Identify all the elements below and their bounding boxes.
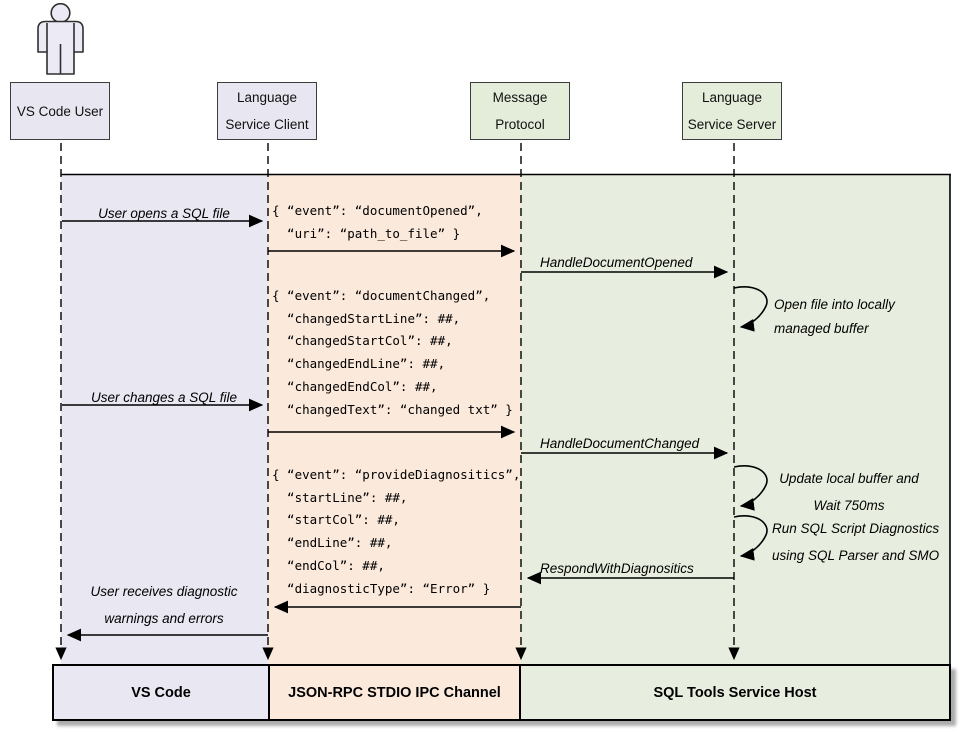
person-body <box>37 20 84 75</box>
actor-label: Protocol <box>495 117 545 132</box>
actor-label: Language <box>236 90 298 105</box>
note-line: using SQL Parser and SMO <box>772 547 940 563</box>
person-icon <box>37 3 84 75</box>
note-run-diagnostics: Run SQL Script Diagnostics using SQL Par… <box>772 516 939 569</box>
label-user-receives: User receives diagnostic warnings and er… <box>62 579 266 632</box>
component-ipc-channel: JSON-RPC STDIO IPC Channel <box>268 666 521 719</box>
label-respond-with-diagnostics: RespondWithDiagnositics <box>540 561 694 576</box>
label-user-changes-sql-file: User changes a SQL file <box>90 390 238 405</box>
actor-box-language-service-server: Language Service Server <box>682 82 782 140</box>
label-handle-document-opened: HandleDocumentOpened <box>540 255 693 270</box>
label-user-opens-sql-file: User opens a SQL file <box>98 206 230 221</box>
component-row: VS Code JSON-RPC STDIO IPC Channel SQL T… <box>52 664 951 721</box>
note-update-buffer: Update local buffer and Wait 750ms <box>768 466 930 519</box>
lane-service-host <box>521 174 950 664</box>
note-line: Run SQL Script Diagnostics <box>772 521 940 536</box>
lane-vscode <box>61 174 268 664</box>
actor-box-language-service-client: Language Service Client <box>217 82 317 140</box>
actor-box-message-protocol: Message Protocol <box>470 82 570 140</box>
payload-document-changed: { “event”: “documentChanged”, “changedSt… <box>272 288 513 417</box>
actor-label: Service Client <box>225 117 309 132</box>
actor-label: Service Server <box>687 117 777 132</box>
lane-ipc-channel <box>268 174 521 664</box>
label-handle-document-changed: HandleDocumentChanged <box>540 436 700 451</box>
actor-box-vscode-user: VS Code User <box>10 82 110 140</box>
note-line: Open file into locally <box>774 297 895 312</box>
note-open-file: Open file into locally managed buffer <box>774 293 895 341</box>
component-vscode: VS Code <box>54 666 268 719</box>
payload-document-opened: { “event”: “documentOpened”, “uri”: “pat… <box>272 203 483 241</box>
note-line: managed buffer <box>774 321 869 336</box>
actor-label: VS Code User <box>16 103 104 119</box>
label-line: warnings and errors <box>104 610 224 626</box>
label-line: User receives diagnostic <box>90 584 238 599</box>
person-head <box>50 3 71 24</box>
note-line: Wait 750ms <box>813 497 885 513</box>
actor-label: Message <box>492 90 548 105</box>
component-sql-tools-host: SQL Tools Service Host <box>521 666 949 719</box>
actor-label: Language <box>701 90 763 105</box>
note-line: Update local buffer and <box>779 471 919 486</box>
payload-provide-diagnostics: { “event”: “provideDiagnositics”, “start… <box>272 467 521 596</box>
